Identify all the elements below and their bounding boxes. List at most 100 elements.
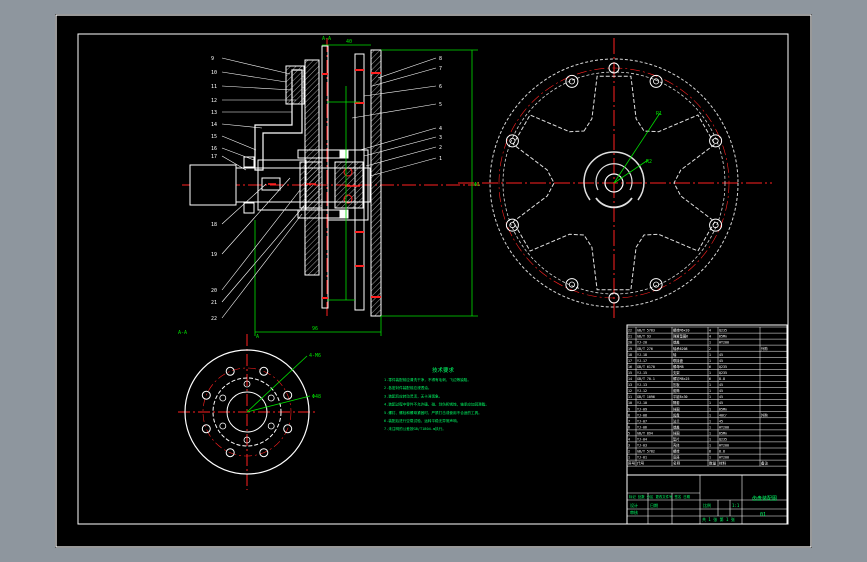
shaft-stub [189,164,237,206]
bom-cell: YJ-12 [637,389,647,393]
gear-bolt-circle [498,67,730,299]
callout-leader-left [221,213,303,319]
bom-cell: YJ-01 [637,456,647,460]
flange-bolt-holes [201,366,293,458]
callout-number-right: 8 [439,56,442,62]
bom-cell: 压板 [673,382,680,387]
gear-radius-dim-2 [613,159,649,184]
bom-cell: 1 [709,456,711,460]
bom-cell: YJ-09 [637,407,647,411]
flange-dim-1 [246,355,308,413]
bom-cell: 1 [709,438,711,442]
gear-star-profile [512,75,716,291]
flange-dim-label-1: 4-M6 [309,353,321,359]
bom-cell: 45 [719,353,723,357]
bom-cell: 外购 [761,346,768,351]
flange-inner-hole [267,422,275,430]
gear-bolt-hole [505,134,519,148]
bom-cell: 7 [628,419,630,423]
bom-cell: 4 [628,438,630,442]
bom-cell: HT200 [719,456,729,460]
bom-header-cell: 备注 [761,461,769,466]
bom-header-cell: 序号 [628,461,636,466]
title-checker: 审核 [630,509,638,515]
bom-cell: 10 [628,401,632,405]
callout-number-right: 2 [439,145,442,151]
bom-cell: 19 [628,347,632,351]
bom-header-cell: 数量 [709,461,717,466]
gear-bolt-hole [709,218,723,232]
gear-radius-label-2: R2 [646,159,652,165]
note-line: 6.装配后进行空载试验，运转平稳无异常声响。 [384,418,460,423]
note-line: 5.螺钉、螺栓和螺母紧固时，严禁打击或使用不合适的工具。 [384,410,482,415]
bom-cell: 法兰 [673,418,680,423]
bom-cell: YJ-08 [637,413,647,417]
title-date: 日期 [650,502,658,508]
callout-leader-right [377,57,437,79]
bom-cell: 1 [709,389,711,393]
callout-leader-right [365,146,437,167]
callout-leader-right [359,127,437,151]
notes-title: 技术要求 [432,366,455,374]
small-flange-view: 4-M6 Φ48 A-A [178,330,321,490]
callout-number-left: 18 [211,222,217,228]
bom-cell: GB/T 5783 [637,329,655,333]
bom-cell: 1 [709,413,711,417]
flange-dim-label-2: Φ48 [312,394,321,400]
inner-frame [77,33,789,525]
callout-leader-left [221,147,255,161]
bom-cell: 2 [709,347,711,351]
bom-cell: 1 [709,383,711,387]
gear-bolt-hole-inner [653,281,660,288]
dim-top-width: 40 [346,39,352,45]
flange-bolt-circle [202,367,292,457]
gear-pin-hole [608,62,620,74]
gear-pin-hole [608,292,620,304]
bom-cell: 13 [628,383,632,387]
bom-header-cell: 代号 [637,461,645,466]
bom-cell: 螺栓 [673,449,680,454]
bolts [243,149,349,219]
bom-cell: 45 [719,359,723,363]
flange-inner-hole [267,394,275,402]
bom-cell: 6 [709,377,711,381]
flange-outer-hole [225,366,235,376]
technical-notes: 技术要求 1.零件装配前应清洗干净，不得有毛刺、飞边等缺陷。2.各密封件装配前应… [384,366,489,431]
gear-bolt-hole-inner [712,137,719,144]
dim-top-label: A-A [322,36,331,42]
bom-cell: 4 [709,335,711,339]
bom-cell: 隔套 [673,400,680,405]
callout-number-right: 7 [439,66,442,72]
drawing-paper [55,14,812,548]
callout-number-left: 9 [211,56,214,62]
bom-cell: 22 [628,329,632,333]
bom-cell: 1 [709,444,711,448]
bom-cell: Q235 [719,371,727,375]
bearing-ball-2 [343,194,353,204]
title-sheet: 共 1 张 第 1 张 [702,516,735,522]
gear-bolt-hole [565,278,579,292]
bom-cell: 6 [628,425,630,429]
bom-cell: 2 [628,450,630,454]
bom-cell: YJ-10 [637,401,647,405]
gear-bolt-hole-inner [568,78,575,85]
bom-cell: HT200 [719,444,729,448]
title-scale: 1:1 [732,503,740,508]
bom-cell: Q235 [719,365,727,369]
bom-cell: 45 [719,389,723,393]
bom-cell: 40Cr [719,413,727,417]
bom-cell: 端盖 [673,424,680,429]
bom-cell: 11 [628,395,632,399]
bom-cell: 45 [719,395,723,399]
flange-inner-hole [243,380,251,388]
callout-leader-left [221,205,305,303]
bom-cell: GB/T 93 [637,335,651,339]
title-drawing-no: 01 [760,512,766,518]
title-drawing-name: 齿盘装配图 [752,495,777,502]
hub-bearing [334,161,364,209]
